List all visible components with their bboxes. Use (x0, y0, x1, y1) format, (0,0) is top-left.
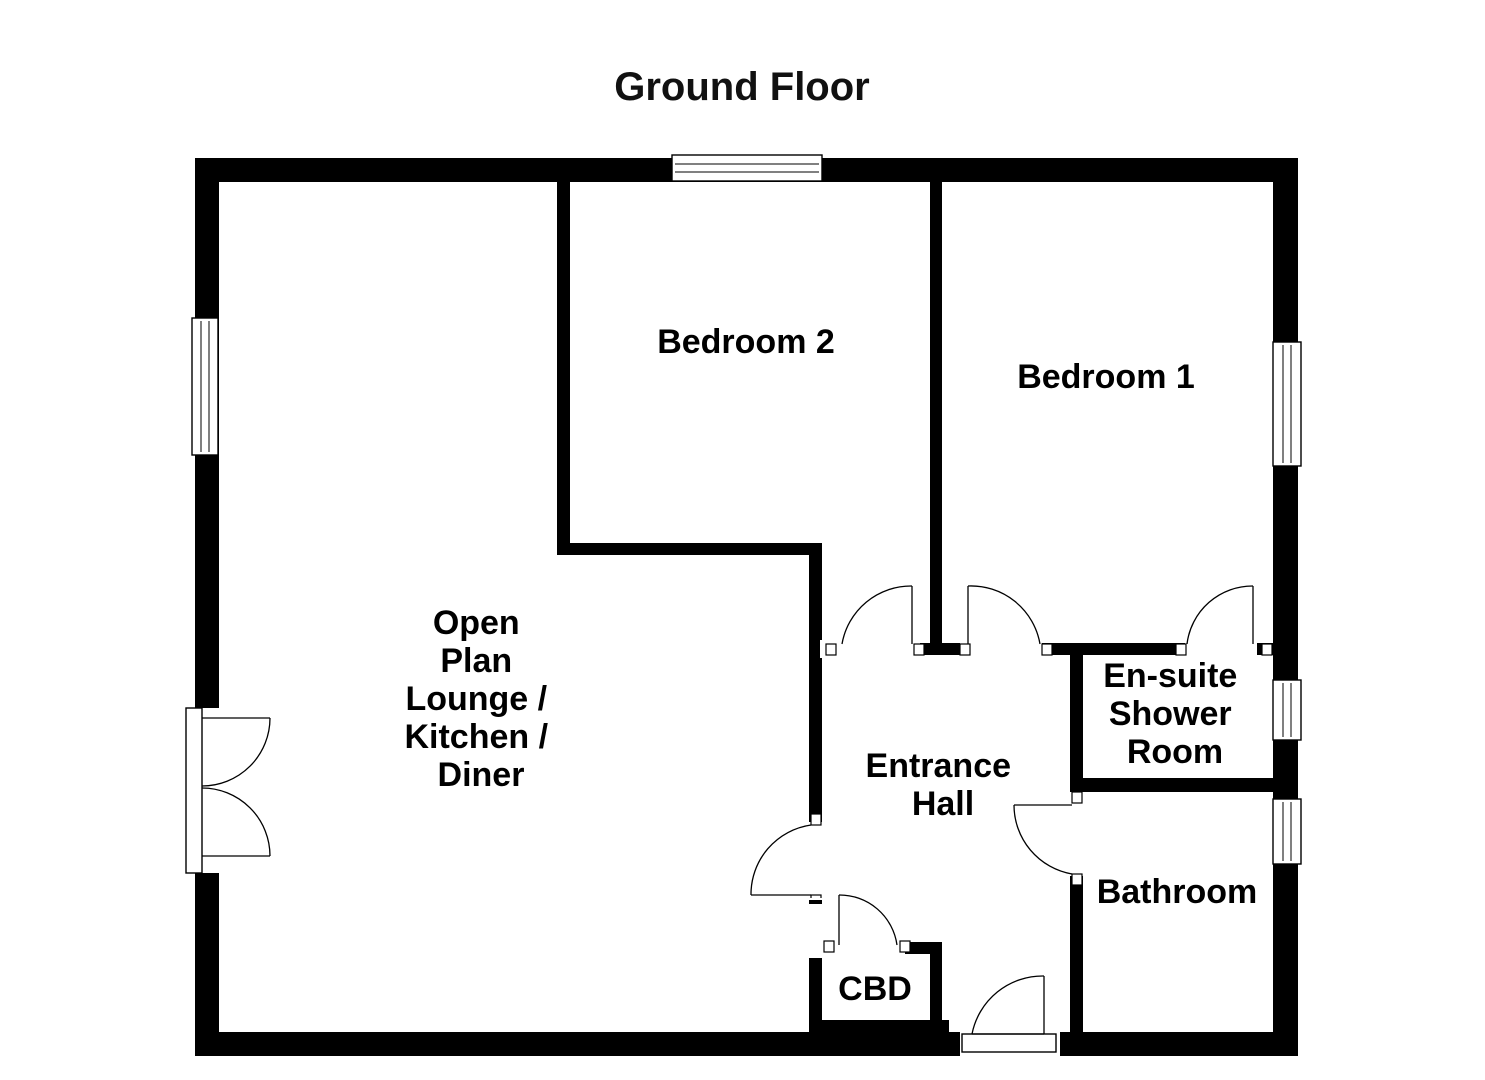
label-line: Bedroom 1 (1017, 358, 1195, 396)
room-label-bedroom-2: Bedroom 2 (657, 323, 835, 361)
label-line: Bedroom 2 (657, 323, 835, 361)
label-line: Plan (440, 642, 512, 680)
room-label-cupboard: CBD (838, 970, 912, 1008)
floor-title: Ground Floor (614, 65, 870, 109)
label-line: CBD (838, 970, 912, 1008)
label-line: Entrance (866, 747, 1012, 785)
label-line: Bathroom (1097, 873, 1258, 911)
label-line: Open (433, 604, 520, 642)
room-label-bathroom: Bathroom (1097, 873, 1258, 911)
label-line: Lounge / (405, 680, 547, 718)
label-line: En-suite (1103, 657, 1237, 695)
label-line: Shower (1109, 695, 1232, 733)
label-line: Diner (438, 756, 525, 794)
label-line: Hall (912, 785, 974, 823)
room-label-open-plan: Open Plan Lounge / Kitchen / Diner (404, 604, 557, 794)
interior-walls (557, 170, 1278, 1044)
room-label-ensuite: En-suite Shower Room (1103, 657, 1247, 771)
label-line: Kitchen / (404, 718, 548, 756)
doors (185, 585, 1273, 1060)
room-label-entrance-hall: Entrance Hall (866, 747, 1021, 823)
outer-walls (195, 158, 1298, 1056)
label-line: Room (1127, 733, 1223, 771)
room-labels: Open Plan Lounge / Kitchen / Diner Bedro… (404, 323, 1257, 1008)
room-label-bedroom-1: Bedroom 1 (1017, 358, 1195, 396)
windows (191, 154, 1302, 865)
